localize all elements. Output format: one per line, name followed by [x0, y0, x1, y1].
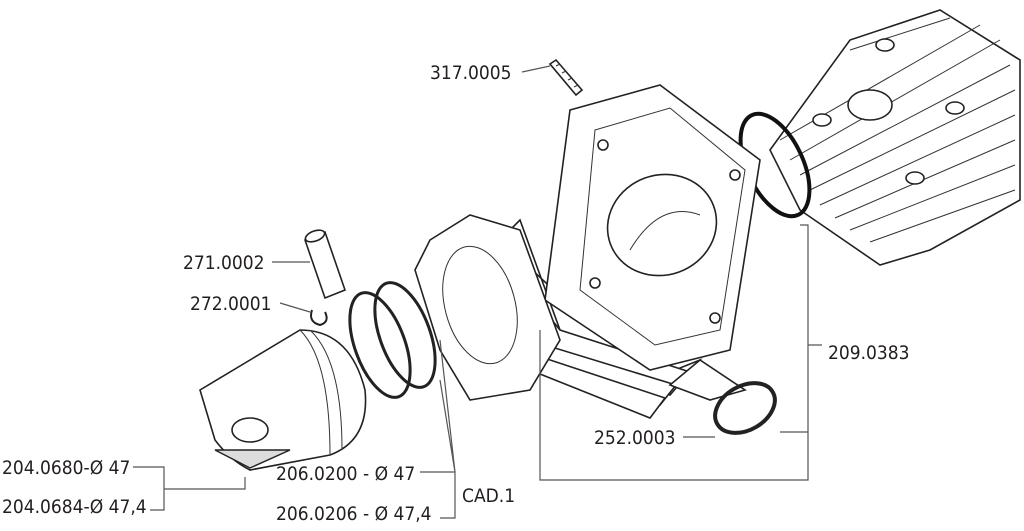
leader-lines: [133, 65, 822, 519]
label-rings-47-4: 206.0206 - Ø 47,4: [276, 503, 432, 525]
label-piston-47: 204.0680-Ø 47: [2, 457, 130, 479]
label-piston-47-4: 204.0684-Ø 47,4: [2, 496, 147, 518]
piston-part: [199, 329, 367, 471]
label-rings-47: 206.0200 - Ø 47: [276, 463, 415, 485]
pin-clip-part: [310, 309, 328, 327]
cylinder-head: [769, 9, 1021, 266]
base-gasket: [414, 214, 561, 401]
label-stud: 317.0005: [430, 62, 512, 84]
label-cylinder-kit: 209.0383: [828, 342, 910, 364]
label-ring-gasket: 252.0003: [594, 427, 676, 449]
ring-gasket-part: [713, 381, 777, 435]
piston-ring-2: [348, 291, 412, 399]
stud-part: [548, 58, 584, 97]
label-pin-clip: 272.0001: [190, 293, 272, 315]
label-gasket-set: CAD.1: [462, 485, 515, 507]
piston-pin-part: [303, 229, 347, 300]
piston-ring-1: [373, 281, 437, 389]
label-piston-pin: 271.0002: [183, 252, 265, 274]
